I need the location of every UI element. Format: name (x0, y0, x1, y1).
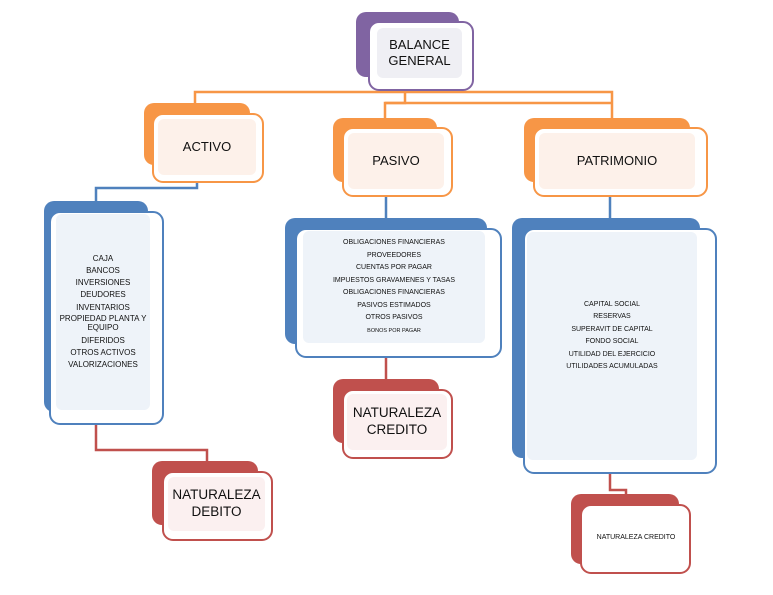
activo-naturaleza-line2: DEBITO (191, 504, 242, 519)
pasivo-item: OBLIGACIONES FINANCIERAS (343, 239, 445, 246)
connector-activo-naturaleza (94, 425, 209, 463)
patrimonio-item: SUPERAVIT DE CAPITAL (571, 325, 653, 333)
pasivo-item: IMPUESTOS GRAVAMENES Y TASAS (332, 276, 456, 284)
patrimonio-title: PATRIMONIO (576, 152, 658, 168)
balance-general-label-line2: GENERAL (388, 53, 451, 68)
activo-item: INVENTARIOS (76, 302, 130, 312)
pasivo-naturaleza-line1: NATURALEZA (352, 405, 442, 421)
activo-naturaleza-line1: NATURALEZA (172, 487, 261, 503)
patrimonio-items-list: CAPITAL SOCIAL RESERVAS SUPERAVIT DE CAP… (566, 299, 657, 374)
activo-item: INVERSIONES (75, 278, 131, 288)
activo-item: OTROS ACTIVOS (70, 347, 136, 357)
activo-item: DIFERIDOS (81, 335, 125, 345)
balance-general-label-line1: BALANCE (389, 36, 450, 52)
pasivo-items-list: OBLIGACIONES FINANCIERAS PROVEEDORES CUE… (333, 237, 455, 337)
patrimonio-item: FONDO SOCIAL (585, 338, 639, 345)
activo-item: VALORIZACIONES (68, 360, 138, 370)
activo-items-list: CAJA BANCOS INVERSIONES DEUDORES INVENTA… (60, 253, 147, 372)
patrimonio-item: UTILIDADES ACUMULADAS (566, 363, 658, 370)
activo-title: ACTIVO (182, 138, 232, 154)
connector-patrimonio-naturaleza (608, 474, 628, 495)
pasivo-item: OBLIGACIONES FINANCIERAS (343, 289, 445, 296)
activo-item: DEUDORES (80, 290, 126, 300)
patrimonio-naturaleza-label: NATURALEZA CREDITO (596, 533, 676, 541)
patrimonio-item: RESERVAS (593, 313, 631, 320)
activo-item: BANCOS (86, 265, 120, 275)
patrimonio-item: UTILIDAD DEL EJERCICIO (568, 350, 656, 358)
pasivo-item: CUENTAS POR PAGAR (356, 264, 432, 271)
activo-item: PROPIEDAD PLANTA Y (59, 313, 147, 323)
pasivo-item: PROVEEDORES (366, 251, 422, 259)
pasivo-title: PASIVO (372, 152, 420, 168)
pasivo-naturaleza-line2: CREDITO (366, 422, 428, 437)
pasivo-item: BONOS POR PAGAR (367, 327, 421, 334)
pasivo-item: PASIVOS ESTIMADOS (357, 301, 431, 309)
pasivo-item: OTROS PASIVOS (365, 314, 423, 321)
patrimonio-item: CAPITAL SOCIAL (583, 300, 640, 308)
activo-item: EQUIPO (87, 322, 119, 332)
activo-item: CAJA (92, 253, 114, 263)
